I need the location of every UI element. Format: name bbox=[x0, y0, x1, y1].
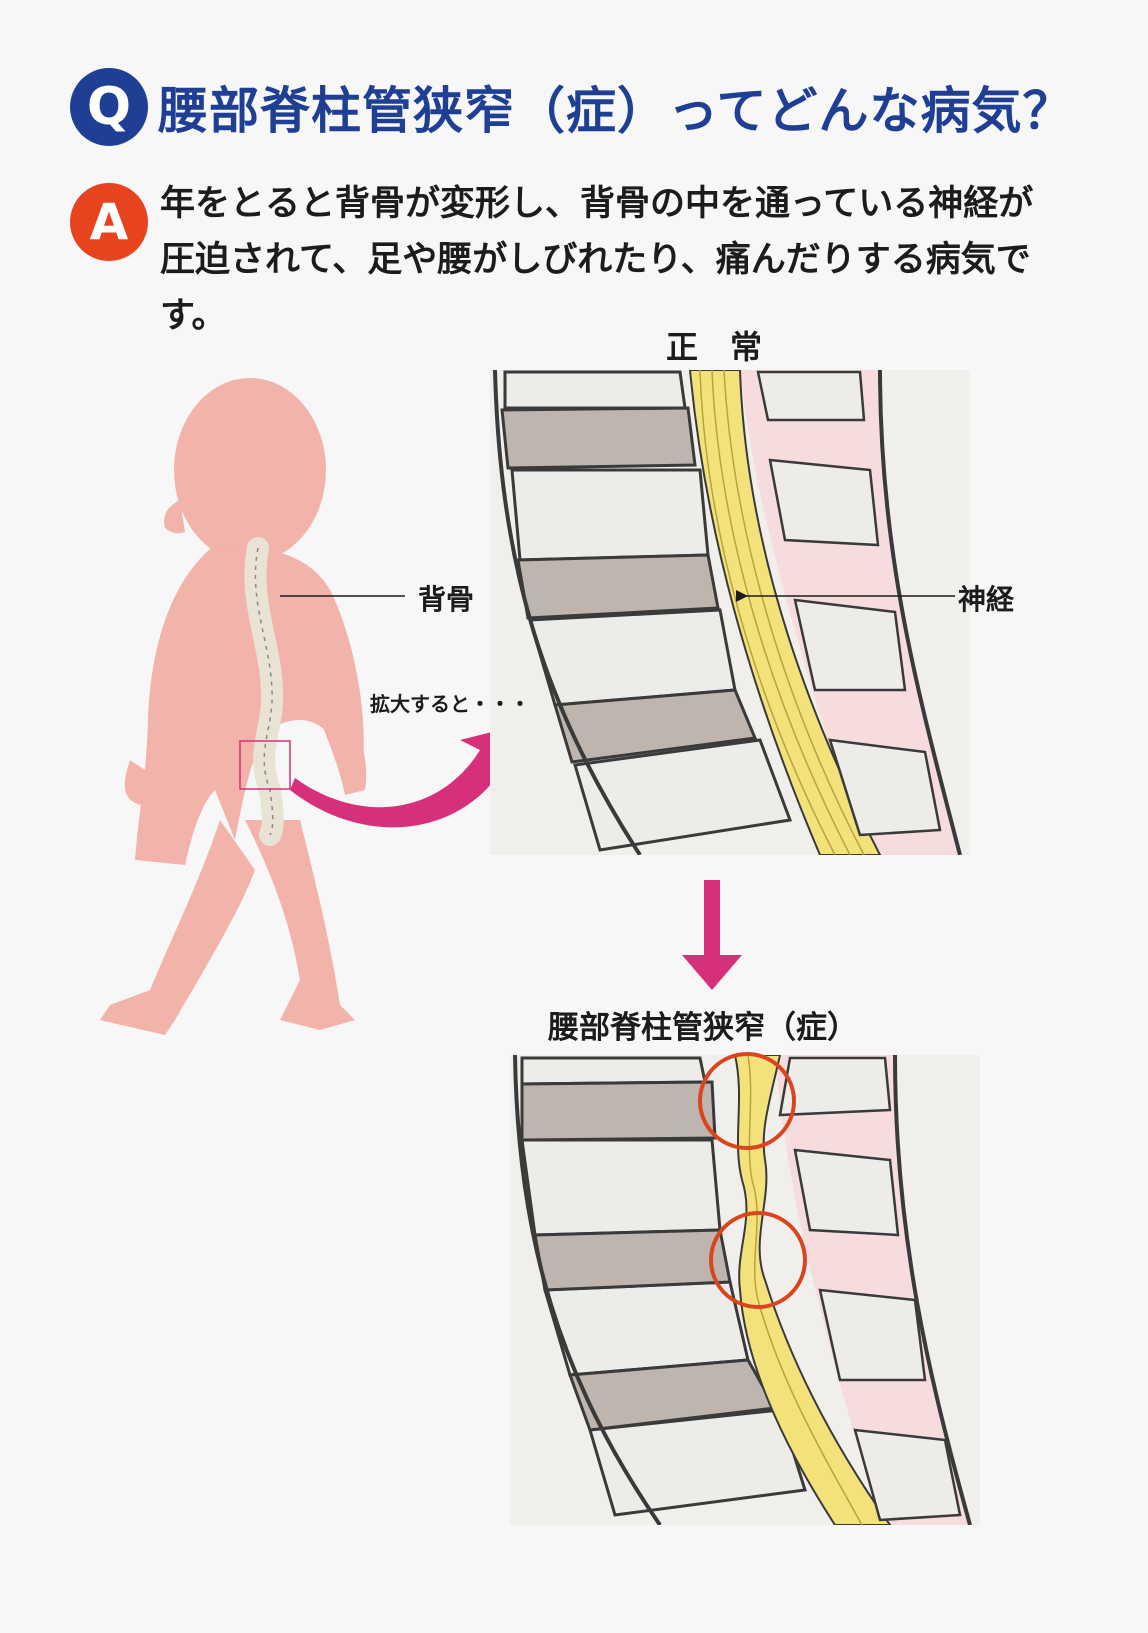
nerve-label: 神経 bbox=[958, 583, 1015, 616]
question-header: Q 腰部脊柱管狭窄（症）ってどんな病気？ bbox=[70, 68, 1074, 146]
stenosis-label: 腰部脊柱管狭窄（症） bbox=[548, 1010, 858, 1046]
zoom-label: 拡大すると・・・ bbox=[370, 692, 530, 716]
normal-label: 正 常 bbox=[666, 328, 763, 366]
zoom-arrow-icon bbox=[290, 720, 540, 828]
question-title: 腰部脊柱管狭窄（症）ってどんな病気？ bbox=[158, 82, 1074, 140]
spine-icon bbox=[239, 537, 291, 846]
normal-spine-crosssection bbox=[490, 370, 970, 855]
answer-text: 年をとると背骨が変形し、背骨の中を通っている神経が圧迫されて、足や腰がしびれたり… bbox=[160, 184, 1034, 336]
compression-circle-icon bbox=[698, 1052, 807, 1309]
walking-person-silhouette bbox=[100, 378, 367, 1035]
stenosis-spine-crosssection bbox=[510, 1055, 980, 1525]
down-arrow-icon bbox=[682, 880, 742, 990]
spine-label: 背骨 bbox=[418, 583, 475, 616]
answer-badge-icon: A bbox=[70, 183, 148, 261]
question-badge-icon: Q bbox=[70, 68, 148, 146]
